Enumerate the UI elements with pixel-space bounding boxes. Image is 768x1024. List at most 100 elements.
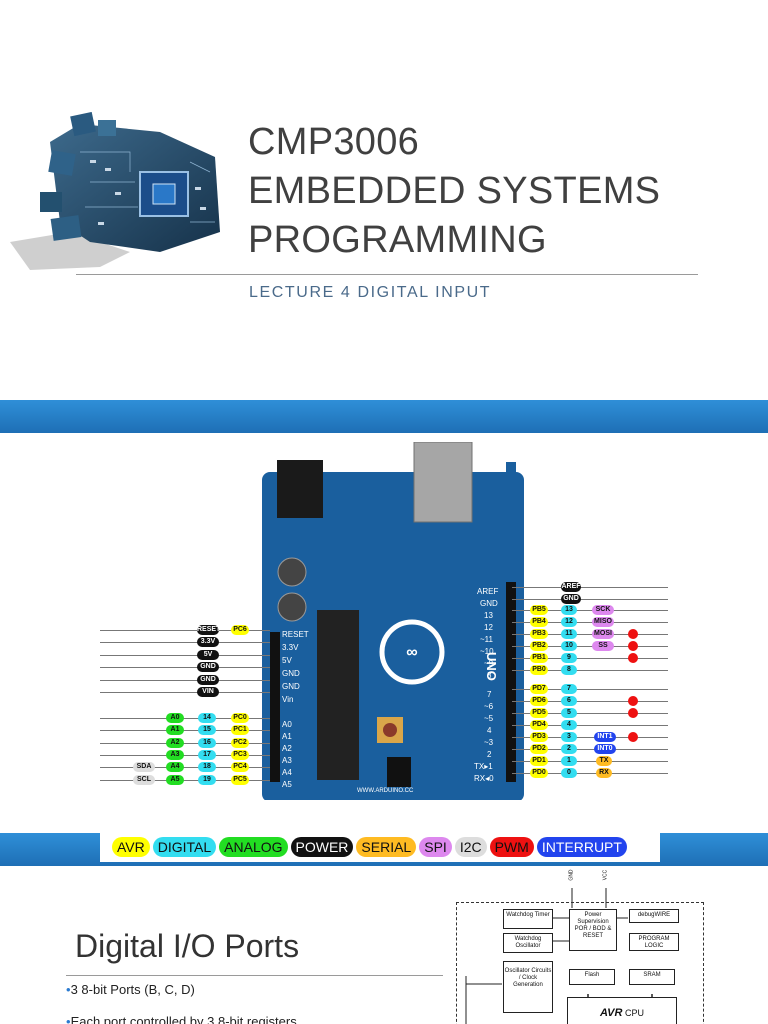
avr-port-label: PC2 <box>231 738 249 748</box>
watchdog-oscillator-block: Watchdog Oscillator <box>503 933 553 953</box>
power-pin-label: VIN <box>197 687 219 697</box>
avr-port-label: PB1 <box>530 653 548 663</box>
pwm-marker <box>628 653 638 663</box>
svg-text:RESET: RESET <box>282 630 309 639</box>
digital-pin-label: 12 <box>561 617 577 627</box>
pin-wire <box>100 642 270 643</box>
power-pin-label: GND <box>197 662 219 672</box>
analog-pin-label: A1 <box>166 725 184 735</box>
svg-text:~9: ~9 <box>484 659 494 668</box>
pin-wire <box>512 670 668 671</box>
avr-port-label: PD4 <box>530 720 548 730</box>
svg-text:~6: ~6 <box>484 702 494 711</box>
avr-port-label: PB2 <box>530 641 548 651</box>
pin-wire <box>100 730 270 731</box>
svg-text:A1: A1 <box>282 732 292 741</box>
power-pin-label: 5V <box>197 650 219 660</box>
title-line-3: PROGRAMMING <box>248 219 547 261</box>
svg-text:5V: 5V <box>282 656 292 665</box>
avr-port-label: PC1 <box>231 725 249 735</box>
pin-wire <box>100 755 270 756</box>
svg-text:AREF: AREF <box>477 587 498 596</box>
i2c-pin-label: SDA <box>133 762 155 772</box>
spi-pin-label: MISO <box>592 617 614 627</box>
pin-wire <box>512 761 668 762</box>
analog-pin-label: A2 <box>166 738 184 748</box>
svg-text:A2: A2 <box>282 744 292 753</box>
analog-pin-label: A5 <box>166 775 184 785</box>
power-pin-label: RESET <box>197 625 221 635</box>
interrupt-pin-label: INT0 <box>594 744 616 754</box>
pwm-marker <box>628 629 638 639</box>
avr-port-label: PD6 <box>530 696 548 706</box>
pin-wire <box>512 725 668 726</box>
avr-port-label: PC3 <box>231 750 249 760</box>
svg-text:WWW.ARDUINO.CC: WWW.ARDUINO.CC <box>357 788 414 794</box>
pin-wire <box>512 658 668 659</box>
legend-analog: ANALOG <box>219 837 288 857</box>
pin-wire <box>100 692 270 693</box>
digital-pin-label: 8 <box>561 665 577 675</box>
digital-pin-label: 1 <box>561 756 577 766</box>
spi-pin-label: SS <box>592 641 614 651</box>
serial-pin-label: TX <box>596 756 612 766</box>
oscillator-block: Oscillator Circuits / Clock Generation <box>503 961 553 1013</box>
bullet-text: 3 8-bit Ports (B, C, D) <box>70 982 195 997</box>
pin-color-legend: AVR DIGITAL ANALOG POWER SERIAL SPI I2C … <box>100 832 660 862</box>
pwm-marker <box>628 641 638 651</box>
svg-text:2: 2 <box>487 750 492 759</box>
flash-block: Flash <box>569 969 615 985</box>
title-line-1: CMP3006 <box>248 121 420 163</box>
legend-i2c: I2C <box>454 837 487 857</box>
svg-text:GND: GND <box>282 669 300 678</box>
program-logic-block: PROGRAM LOGIC <box>629 933 679 951</box>
analog-pin-label: A4 <box>166 762 184 772</box>
svg-text:∞: ∞ <box>406 644 417 661</box>
svg-text:8: 8 <box>487 671 492 680</box>
spi-pin-label: MOSI <box>592 629 614 639</box>
digital-pin-label: 7 <box>561 684 577 694</box>
digital-pin-label: 15 <box>198 725 216 735</box>
spi-pin-label: SCK <box>592 605 614 615</box>
digital-pin-label: 16 <box>198 738 216 748</box>
digital-pin-label: 19 <box>198 775 216 785</box>
pin-wire <box>512 599 668 600</box>
digital-pin-label: 3 <box>561 732 577 742</box>
sram-block: SRAM <box>629 969 675 985</box>
atmega-block-diagram: Watchdog Timer Watchdog Oscillator Power… <box>456 902 704 1024</box>
digital-pin-label: 9 <box>561 653 577 663</box>
pin-wire <box>100 743 270 744</box>
power-pin-label: 3.3V <box>197 637 219 647</box>
avr-cpu-label: CPU <box>624 1008 644 1018</box>
pin-wire <box>100 767 270 768</box>
pin-wire <box>512 587 668 588</box>
bullet-text: Each port controlled by 3 8-bit register… <box>70 1014 297 1024</box>
debugwire-block: debugWIRE <box>629 909 679 923</box>
avr-cpu-block: AVR CPU <box>567 997 677 1024</box>
pwm-marker <box>628 696 638 706</box>
pin-wire <box>512 749 668 750</box>
pinout-slide: ∞ UNO WWW.ARDUINO.CC RESET 3.3V 5V GND G… <box>0 400 768 866</box>
avr-cpu-brand: AVR <box>600 1007 623 1019</box>
svg-text:12: 12 <box>484 623 493 632</box>
pin-wire <box>512 634 668 635</box>
pin-wire <box>100 667 270 668</box>
svg-text:TX▸1: TX▸1 <box>474 762 493 771</box>
pwm-marker <box>628 708 638 718</box>
slide-title: CMP3006 EMBEDDED SYSTEMS PROGRAMMING <box>248 118 660 265</box>
pin-wire <box>100 680 270 681</box>
legend-power: POWER <box>290 837 354 857</box>
i2c-pin-label: SCL <box>133 775 155 785</box>
circuit-puzzle-image <box>10 112 220 270</box>
pin-wire <box>100 655 270 656</box>
pin-wire <box>100 718 270 719</box>
digital-pin-label: 10 <box>561 641 577 651</box>
svg-text:~10: ~10 <box>480 647 494 656</box>
svg-text:4: 4 <box>487 726 492 735</box>
legend-avr: AVR <box>112 837 150 857</box>
digital-pin-label: 13 <box>561 605 577 615</box>
avr-port-label: PD0 <box>530 768 548 778</box>
pin-wire <box>512 773 668 774</box>
digital-pin-label: 11 <box>561 629 577 639</box>
